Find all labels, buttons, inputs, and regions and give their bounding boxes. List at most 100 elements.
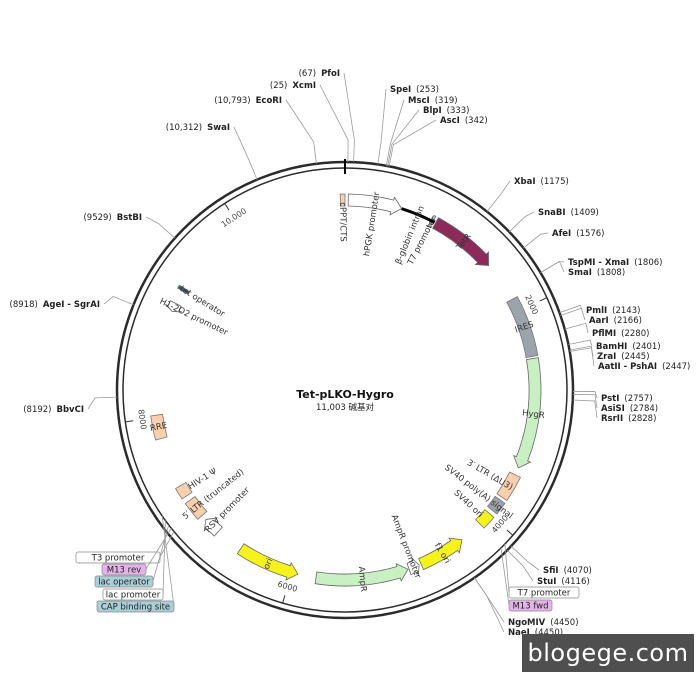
box-leader xyxy=(162,520,166,595)
site-aatii-pshai: AatII - PshAI(2447) xyxy=(569,347,690,372)
site-label: NaeI(4450) xyxy=(508,628,563,638)
site-label: PstI(2757) xyxy=(601,394,653,404)
tick-label: 8000 xyxy=(136,409,148,430)
site-name: NgoMIV xyxy=(508,618,546,628)
site-leader xyxy=(103,296,134,306)
site-label: PflMI(2280) xyxy=(592,329,649,339)
site-name: SmaI xyxy=(568,268,592,278)
site-leader xyxy=(87,396,118,410)
feature-hygr: HygR xyxy=(513,357,545,469)
ampr-label: AmpR xyxy=(356,566,368,592)
site-leader xyxy=(385,99,405,166)
cppt-cts-label: cPPT/CTS xyxy=(337,202,347,242)
site-label: SfiI (4070) xyxy=(543,566,592,576)
site-leader xyxy=(572,391,598,399)
site-xbai: XbaI(1175) xyxy=(486,177,569,212)
site-snabi: SnaBI(1409) xyxy=(508,208,599,233)
site-label: PmlI(2143) xyxy=(586,306,640,316)
box-shape xyxy=(508,586,580,599)
site-label: (25)XcmI xyxy=(270,81,316,91)
box-label: lac promoter xyxy=(106,591,161,601)
site-name: SpeI xyxy=(390,85,411,95)
site-pos: (342) xyxy=(465,116,488,126)
site-name: AfeI xyxy=(552,229,571,239)
site-name: StuI xyxy=(537,577,556,587)
tetr-arrow xyxy=(432,217,489,266)
hiv-psi-box xyxy=(175,481,193,500)
site-leader xyxy=(319,84,349,163)
box-label: T3 promoter xyxy=(91,554,145,564)
site-leader xyxy=(486,180,511,212)
site-leader xyxy=(285,99,317,164)
site-psti: PstI(2757) xyxy=(572,391,653,404)
site-pos: (10,312) xyxy=(166,123,202,133)
site-leader xyxy=(377,88,387,165)
site-pos: (1806) xyxy=(634,258,662,268)
site-smai: SmaI (1808) xyxy=(540,260,625,278)
site-leader xyxy=(233,126,258,180)
site-name: SfiI xyxy=(543,566,559,576)
site-label: XbaI(1175) xyxy=(514,177,569,187)
hygr-arrow xyxy=(513,357,542,469)
site-sfii: SfiI (4070) xyxy=(510,545,592,576)
rre-label: RRE xyxy=(149,421,168,434)
h1-2o2-promoter-arrow xyxy=(165,300,182,313)
box-label: M13 rev xyxy=(107,566,141,576)
site-leader xyxy=(474,577,505,633)
site-pos: (2757) xyxy=(624,394,652,404)
beta-globin-intron-line xyxy=(401,207,436,224)
ori-arrow xyxy=(236,543,299,581)
primer-box-m13-rev: M13 rev xyxy=(101,528,172,576)
box-shape xyxy=(508,599,553,612)
site-afei: AfeI(1576) xyxy=(523,229,604,249)
site-name: PfoI xyxy=(321,69,340,79)
site-label: MscI (319) xyxy=(408,96,458,106)
sv40-polya-box xyxy=(486,495,506,515)
site-name: BlpI xyxy=(423,106,442,116)
site-label: AarI(2166) xyxy=(589,316,642,326)
feature-cppt-cts: cPPT/CTS xyxy=(337,193,348,242)
site-pmli: PmlI(2143) xyxy=(559,304,640,316)
site-pos: (319) xyxy=(435,96,458,106)
site-pos: (4070) xyxy=(564,566,592,576)
site-pflmi: PflMI(2280) xyxy=(564,322,649,339)
site-name: MscI xyxy=(408,96,430,106)
site-pos: (253) xyxy=(416,85,439,95)
site-leader xyxy=(569,347,595,367)
box-shape xyxy=(102,588,164,601)
feature-rre: RRE xyxy=(149,413,168,441)
feature-ires: IRES xyxy=(506,295,539,358)
site-name: SwaI xyxy=(207,123,230,133)
site-label: StuI(4116) xyxy=(537,577,590,587)
primer-box-lac-promoter: lac promoter xyxy=(102,520,166,601)
site-name: ZraI xyxy=(597,352,616,362)
site-name: SnaBI xyxy=(538,208,566,218)
site-label: RsrII(2828) xyxy=(601,414,656,424)
box-shape xyxy=(101,563,147,576)
site-name: NaeI xyxy=(508,628,530,638)
box-leader xyxy=(152,524,170,582)
tick-label: 2000 xyxy=(523,294,540,316)
site-pos: (2828) xyxy=(628,414,656,424)
site-label: BamHI(2401) xyxy=(596,342,661,352)
site-bstbi: (9529)BstBI xyxy=(83,213,176,239)
site-pos: (10,793) xyxy=(214,96,250,106)
site-label: (67)PfoI xyxy=(299,69,340,79)
site-aari: AarI(2166) xyxy=(560,307,642,326)
site-pos: (1808) xyxy=(597,268,625,278)
site-leader xyxy=(564,322,589,334)
box-label: M13 fwd xyxy=(512,602,548,612)
site-pos: (2166) xyxy=(614,316,642,326)
ltr-3-box xyxy=(496,471,521,502)
site-label: AscI(342) xyxy=(440,116,488,126)
site-swai: (10,312) SwaI xyxy=(166,123,258,180)
site-name: AgeI - SgrAI xyxy=(43,300,100,310)
site-msci: MscI (319) xyxy=(385,96,458,166)
feature-hpgk-promoter: hPGK promoter xyxy=(347,191,403,257)
feature-tetr: TetR xyxy=(432,217,489,266)
site-bbvci: (8192)BbvCI xyxy=(23,396,118,415)
site-label: SmaI (1808) xyxy=(568,268,625,278)
site-name: XbaI xyxy=(514,177,536,187)
